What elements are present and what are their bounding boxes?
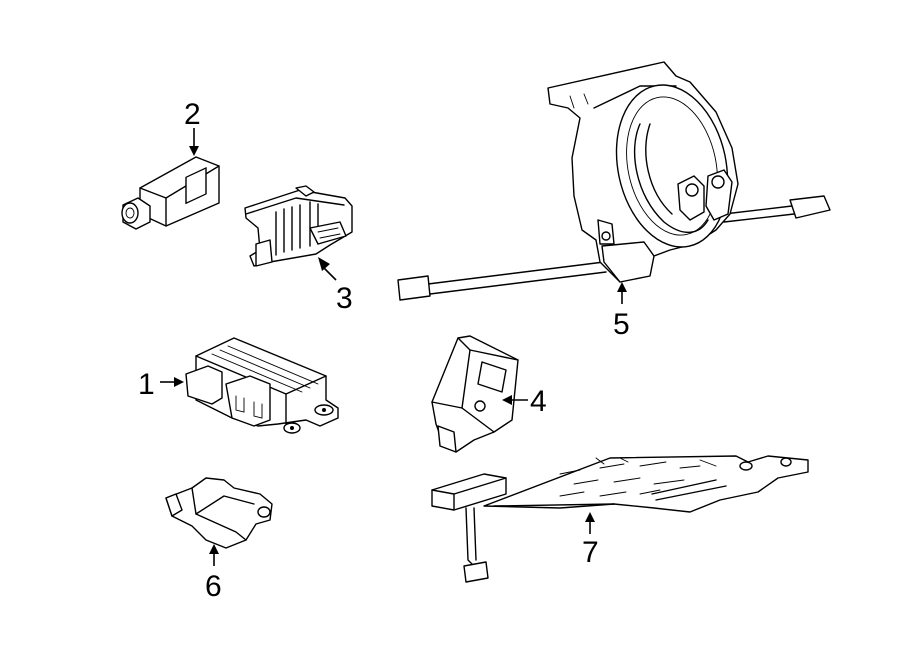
part-4-side-sensor [431,335,519,453]
callout-4: 4 [530,385,547,418]
part-7-occupant-sensor-mat [431,455,809,583]
part-1-control-module [185,337,339,434]
callout-5: 5 [613,308,630,341]
callout-7: 7 [582,536,599,569]
part-2-impact-sensor [121,156,220,230]
callout-6: 6 [205,570,222,603]
part-5-clock-spring [397,61,831,301]
callout-2: 2 [184,98,201,131]
callout-1: 1 [138,368,155,401]
callout-leaders [160,128,627,566]
part-6-impact-sensor [165,477,273,549]
part-3-sensor-bracket [244,185,353,267]
callout-3: 3 [336,282,353,315]
